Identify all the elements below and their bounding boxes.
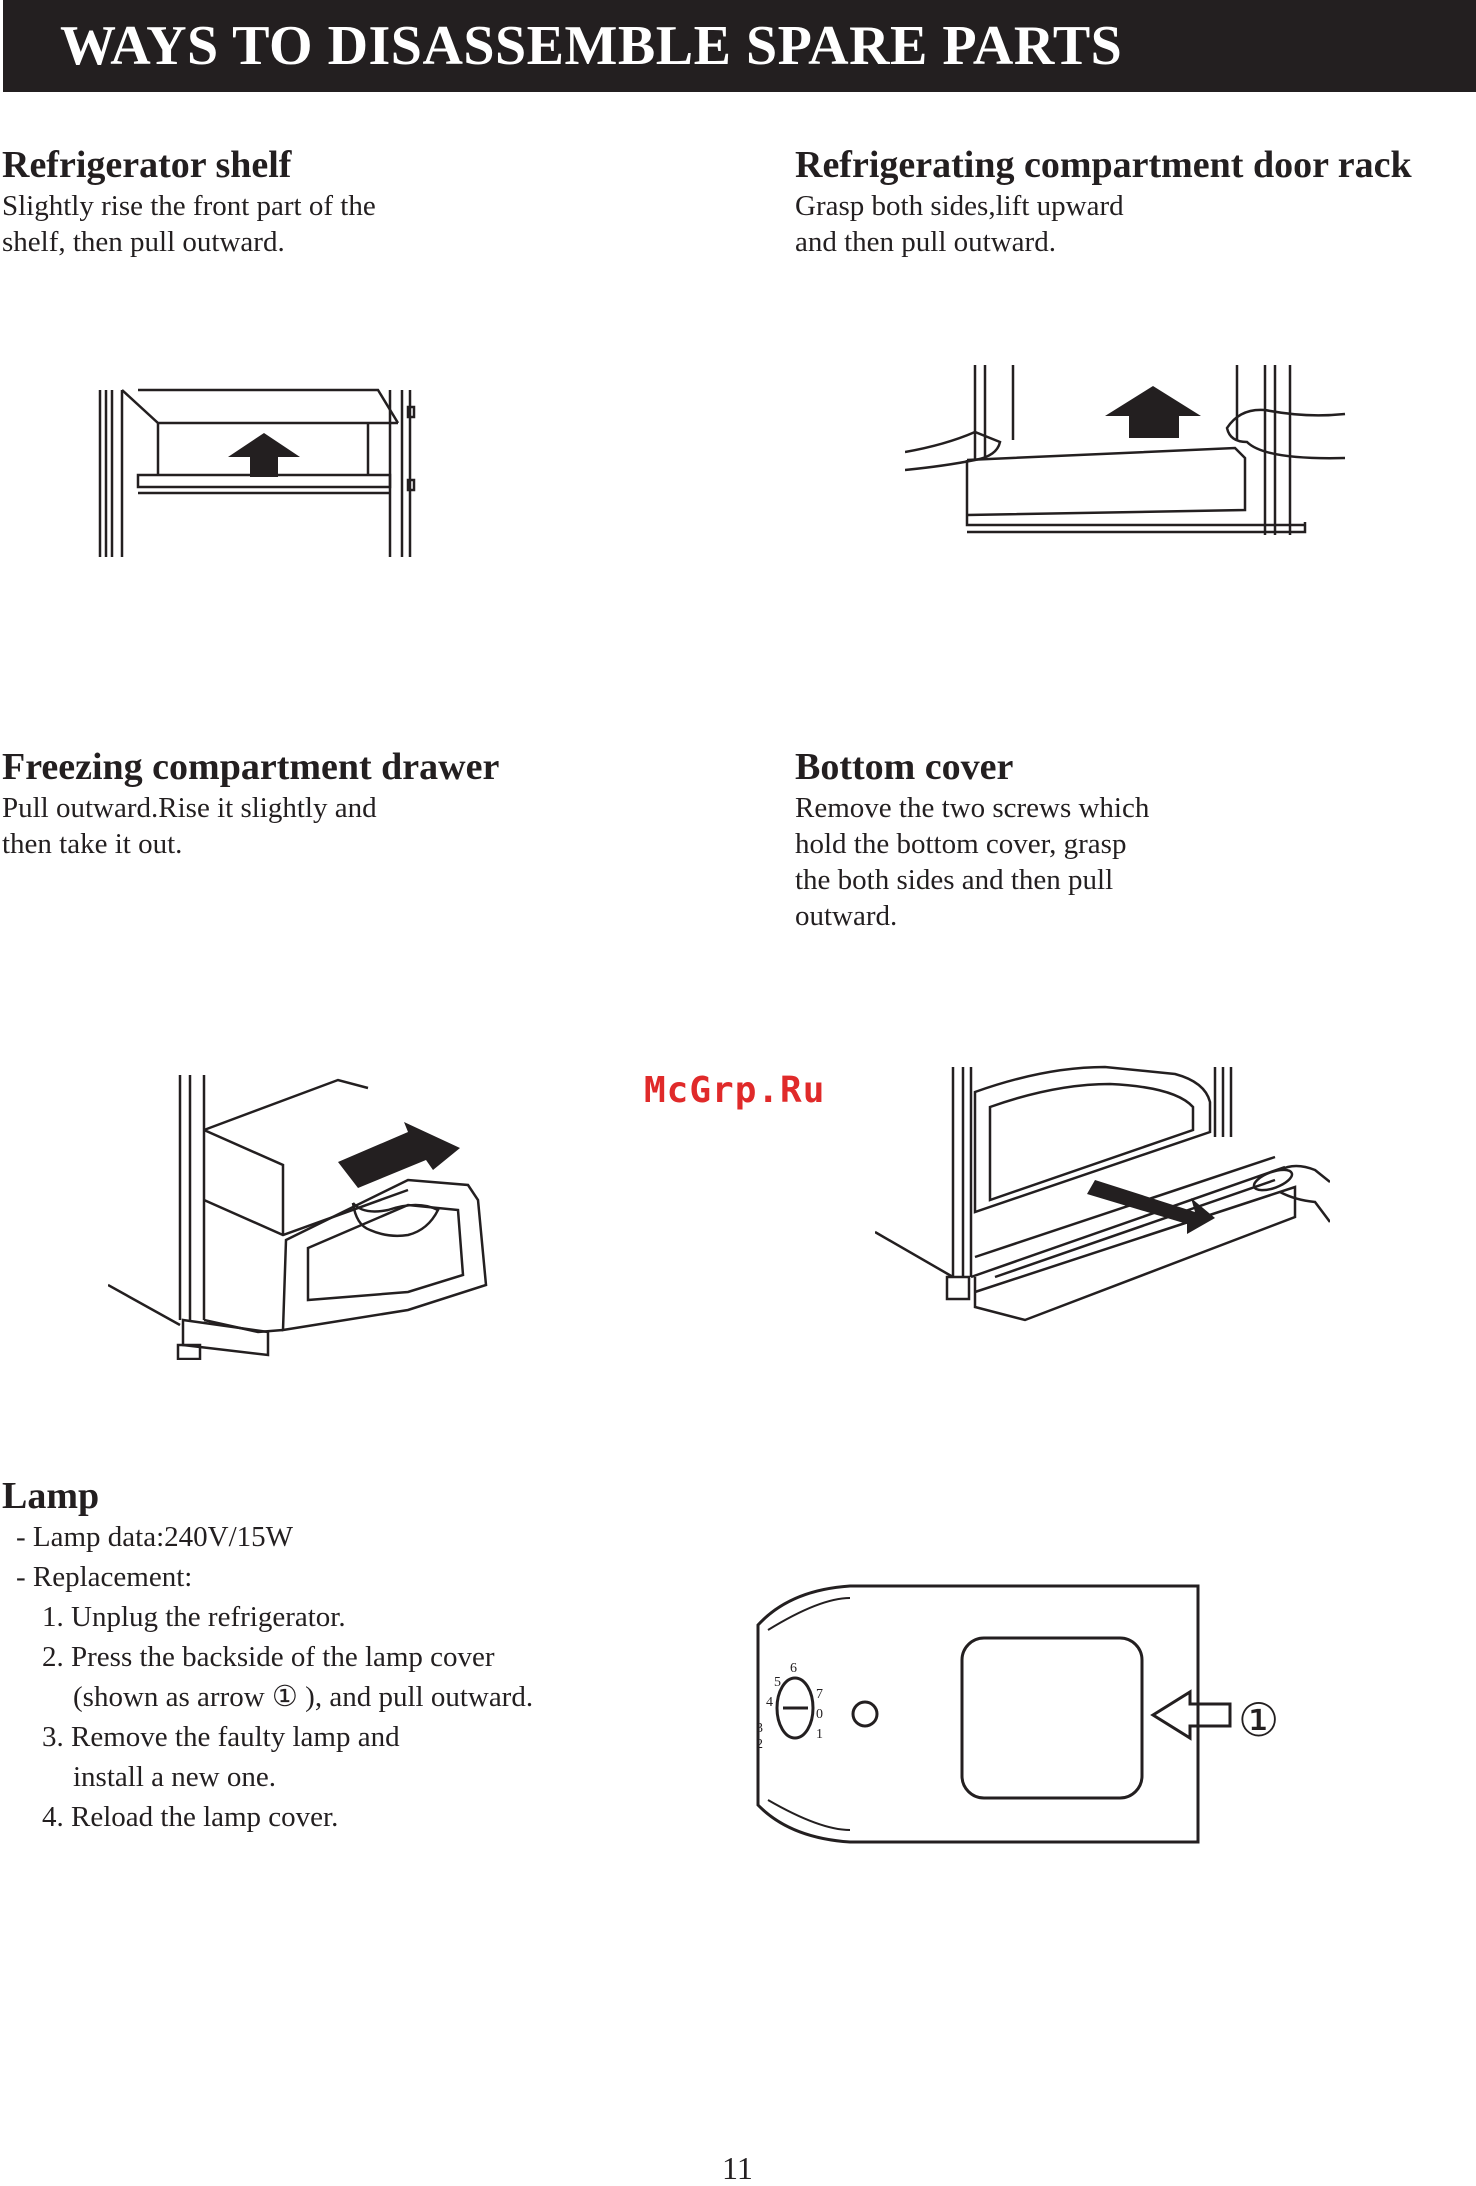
dial-number: 4 xyxy=(766,1695,773,1710)
lamp-illustration: 2 3 4 5 6 7 1 0 ① xyxy=(750,1580,1310,1850)
bottom-cover-text-line-3: the both sides and then pull xyxy=(795,864,1114,896)
dial-number: 6 xyxy=(790,1661,797,1676)
title-banner: WAYS TO DISASSEMBLE SPARE PARTS xyxy=(3,0,1476,92)
bottom-cover-text-line-2: hold the bottom cover, grasp xyxy=(795,828,1127,860)
lamp-line-1: - Lamp data:240V/15W xyxy=(16,1521,294,1553)
pull-arrow-icon xyxy=(1087,1180,1215,1234)
shelf-illustration xyxy=(98,385,418,560)
door-rack-text-line-1: Grasp both sides,lift upward xyxy=(795,190,1124,222)
watermark: McGrp.Ru xyxy=(644,1070,826,1111)
drawer-illustration xyxy=(108,1070,498,1360)
page-number: 11 xyxy=(722,2150,753,2186)
lamp-line-5: (shown as arrow ① ), and pull outward. xyxy=(73,1681,534,1713)
drawer-heading: Freezing compartment drawer xyxy=(2,746,500,788)
lamp-line-6: 3. Remove the faulty lamp and xyxy=(42,1721,400,1753)
page-title: WAYS TO DISASSEMBLE SPARE PARTS xyxy=(60,15,1123,77)
lamp-line-4: 2. Press the backside of the lamp cover xyxy=(42,1641,495,1673)
door-rack-heading: Refrigerating compartment door rack xyxy=(795,144,1412,186)
temperature-dial xyxy=(775,1676,815,1740)
drawer-text-line-1: Pull outward.Rise it slightly and xyxy=(2,792,377,824)
lamp-line-8: 4. Reload the lamp cover. xyxy=(42,1801,339,1833)
dial-number: 1 xyxy=(816,1727,823,1742)
hollow-left-arrow-icon xyxy=(1150,1689,1232,1741)
lamp-cover xyxy=(960,1636,1144,1800)
dial-number: 2 xyxy=(756,1737,763,1752)
up-arrow-icon xyxy=(228,433,300,477)
lamp-line-2: - Replacement: xyxy=(16,1561,193,1593)
dial-number: 7 xyxy=(816,1687,823,1702)
shelf-heading: Refrigerator shelf xyxy=(2,144,292,186)
shelf-text-line-1: Slightly rise the front part of the xyxy=(2,190,376,222)
bottom-cover-text-line-4: outward. xyxy=(795,900,898,932)
indicator-hole xyxy=(851,1700,879,1728)
lamp-line-3: 1. Unplug the refrigerator. xyxy=(42,1601,346,1633)
dial-number: 5 xyxy=(774,1675,781,1690)
bottom-cover-text-line-1: Remove the two screws which xyxy=(795,792,1150,824)
lamp-line-7: install a new one. xyxy=(73,1761,276,1793)
lamp-housing xyxy=(756,1584,1200,1844)
shelf-text-line-2: shelf, then pull outward. xyxy=(2,226,285,258)
lamp-heading: Lamp xyxy=(2,1475,100,1517)
door-rack-illustration xyxy=(905,360,1355,545)
callout-label: ① xyxy=(1238,1693,1279,1747)
door-rack-text-line-2: and then pull outward. xyxy=(795,226,1056,258)
dial-number: 0 xyxy=(816,1707,823,1722)
dial-number: 3 xyxy=(756,1721,763,1736)
bottom-cover-illustration xyxy=(875,1062,1330,1322)
bottom-cover-heading: Bottom cover xyxy=(795,746,1014,788)
up-arrow-icon xyxy=(1105,386,1201,438)
drawer-text-line-2: then take it out. xyxy=(2,828,183,860)
pull-arrow-icon xyxy=(338,1122,460,1188)
